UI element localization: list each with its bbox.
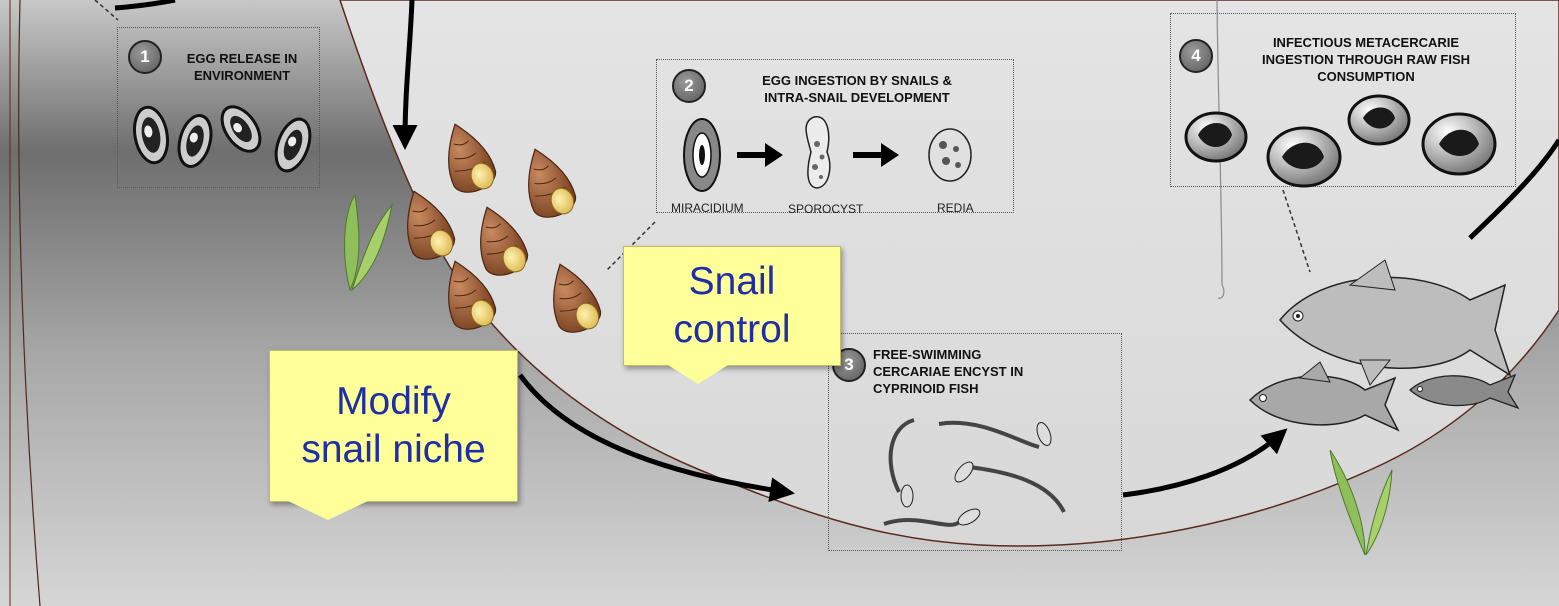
stage-label-redia: REDIA [937,201,974,215]
step-2-panel: 2 EGG INGESTION BY SNAILS & INTRA-SNAIL … [656,59,1014,213]
step-3-title-line3: CYPRINOID FISH [873,380,1073,397]
cercariae-icons [829,412,1123,552]
callout-modify-niche-line2: snail niche [301,426,485,474]
stage-label-miracidium: MIRACIDIUM [671,201,744,215]
step-1-title-line1: EGG RELEASE IN [162,50,322,67]
egg-icon [214,103,267,158]
step-2-title-line1: EGG INGESTION BY SNAILS & [727,72,987,89]
metacercaria-icon [1186,113,1246,161]
step-1-title-line2: ENVIRONMENT [162,67,322,84]
step-2-title-line2: INTRA-SNAIL DEVELOPMENT [727,89,987,106]
cercaria-icon [884,506,982,528]
cercaria-icon [939,421,1054,448]
step-4-number: 4 [1179,39,1213,73]
callout-modify-niche-line1: Modify [301,378,485,426]
stage-label-sporocyst: SPOROCYST [788,202,863,216]
callout-snail-control-line1: Snail [673,258,790,306]
callout-snail-control: Snail control [623,246,841,366]
step-4-title: INFECTIOUS METACERCARIE INGESTION THROUG… [1221,34,1511,85]
step-3-panel: 3 FREE-SWIMMING CERCARIAE ENCYST IN CYPR… [828,333,1122,551]
callout-modify-niche: Modify snail niche [269,350,518,502]
sporocyst-icon [806,117,830,188]
metacercaria-icon [1423,114,1495,174]
step-1-title: EGG RELEASE IN ENVIRONMENT [162,50,322,84]
stage-icons [657,110,1015,200]
redia-icon [929,129,971,181]
egg-icon [174,112,216,170]
egg-icon [130,105,171,166]
callout-tail [288,501,368,520]
step-3-title: FREE-SWIMMING CERCARIAE ENCYST IN CYPRIN… [873,346,1073,397]
miracidium-icon [684,119,720,191]
step-4-panel: 4 INFECTIOUS METACERCARIE INGESTION THRO… [1170,13,1516,187]
step-1-panel: 1 EGG RELEASE IN ENVIRONMENT [117,27,320,188]
step-2-title: EGG INGESTION BY SNAILS & INTRA-SNAIL DE… [727,72,987,106]
step-2-number: 2 [672,69,706,103]
cercaria-icon [952,459,1064,512]
egg-icon [270,114,317,175]
step-4-title-line2: INGESTION THROUGH RAW FISH [1221,51,1511,68]
step-3-title-line1: FREE-SWIMMING [873,346,1073,363]
metacercaria-icon [1349,96,1409,144]
step-4-title-line1: INFECTIOUS METACERCARIE [1221,34,1511,51]
callout-snail-control-line2: control [673,306,790,354]
callout-tail [668,365,728,384]
metacercaria-icon [1268,128,1340,186]
step-1-number: 1 [128,40,162,74]
egg-icons [123,103,323,183]
step-3-title-line2: CERCARIAE ENCYST IN [873,363,1073,380]
metacercariae-icons [1171,82,1517,192]
cercaria-icon [891,420,914,507]
